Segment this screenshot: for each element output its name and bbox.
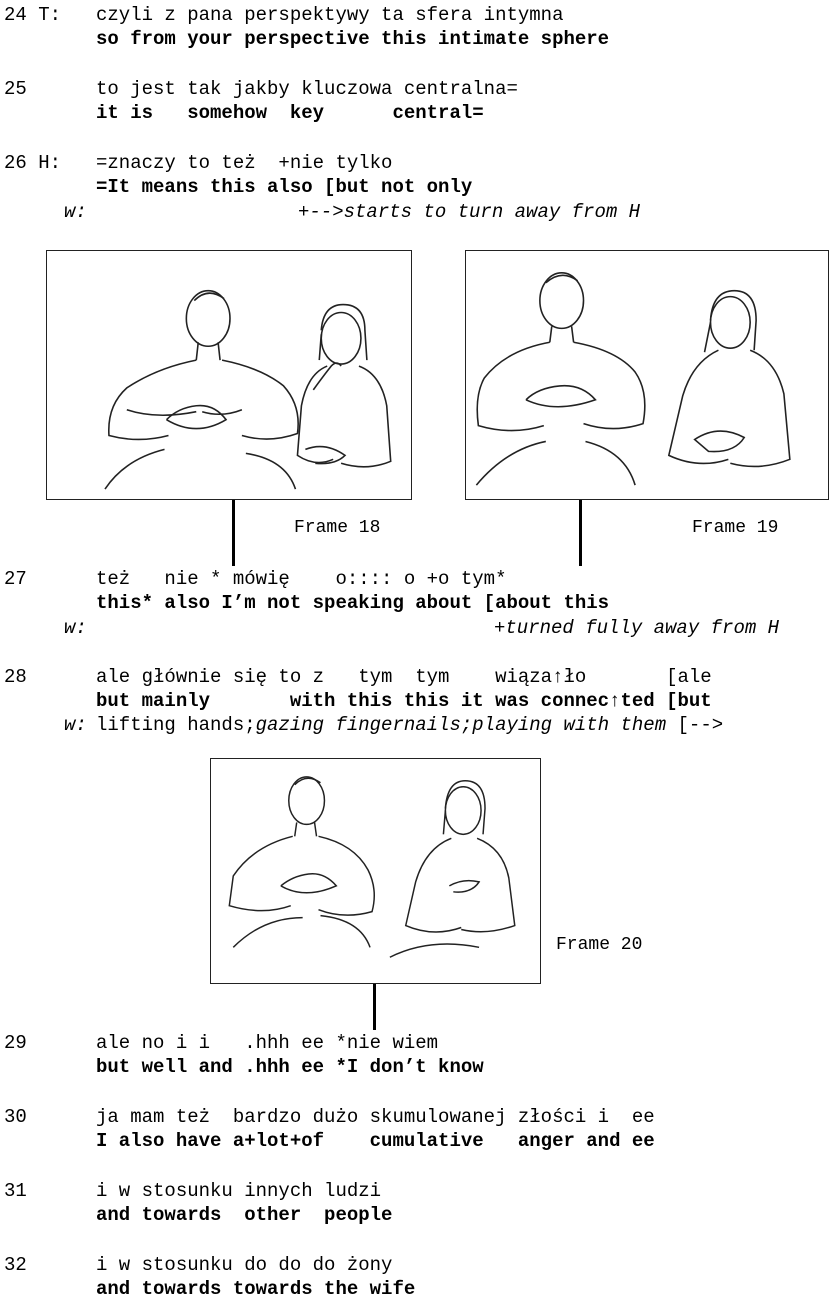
frame-20-drawing [228, 776, 516, 958]
english-line-24: so from your perspective this intimate s… [96, 28, 610, 50]
polish-line-25: to jest tak jakby kluczowa centralna= [96, 78, 518, 100]
line-number-25: 25 [4, 78, 27, 100]
english-line-26: =It means this also [but not only [96, 176, 473, 198]
frame-19-image [465, 250, 829, 500]
english-line-28: but mainly with this this it was connec↑… [96, 690, 712, 712]
polish-line-27: też nie * mówię o:::: o +o tym* [96, 568, 507, 590]
frame-18-image [46, 250, 412, 500]
polish-line-29: ale no i i .hhh ee *nie wiem [96, 1032, 439, 1054]
w-note-28-part1: lifting hands; [96, 714, 256, 736]
line-number-28: 28 [4, 666, 27, 688]
w-note-28: lifting hands;gazing fingernails;playing… [96, 714, 723, 736]
line-number-32: 32 [4, 1254, 27, 1276]
polish-line-31: i w stosunku innych ludzi [96, 1180, 382, 1202]
line-number-26: 26 H: [4, 152, 62, 174]
polish-line-32: i w stosunku do do do żony [96, 1254, 393, 1276]
line-number-27: 27 [4, 568, 27, 590]
frame-19-caption: Frame 19 [692, 518, 779, 538]
frame-18-pointer-line [232, 500, 235, 566]
w-note-27: +turned fully away from H [494, 617, 780, 639]
line-number-29: 29 [4, 1032, 27, 1054]
line-number-30: 30 [4, 1106, 27, 1128]
english-line-29: but well and .hhh ee *I don’t know [96, 1056, 484, 1078]
frame-18-caption: Frame 18 [294, 518, 381, 538]
polish-line-30: ja mam też bardzo dużo skumulowanej złoś… [96, 1106, 655, 1128]
w-note-28-part2: gazing fingernails;playing with them [255, 714, 667, 736]
frame-20-pointer-line [373, 984, 376, 1030]
english-line-30: I also have a+lot+of cumulative anger an… [96, 1130, 655, 1152]
w-note-26: +-->starts to turn away from H [298, 201, 641, 223]
line-number-31: 31 [4, 1180, 27, 1202]
polish-line-24: czyli z pana perspektywy ta sfera intymn… [96, 4, 564, 26]
english-line-31: and towards other people [96, 1204, 393, 1226]
frame-18-drawing [104, 289, 392, 490]
english-line-32: and towards towards the wife [96, 1278, 416, 1300]
w-label-27: w: [64, 617, 87, 639]
frame-20-caption: Frame 20 [556, 935, 643, 955]
english-line-25: it is somehow key central= [96, 102, 484, 124]
w-label-28: w: [64, 714, 87, 736]
polish-line-28: ale głównie się to z tym tym wiąza↑ło [a… [96, 666, 712, 688]
w-label-26: w: [64, 201, 87, 223]
english-line-27: this* also I’m not speaking about [about… [96, 592, 610, 614]
polish-line-26: =znaczy to też +nie tylko [96, 152, 393, 174]
frame-20-image [210, 758, 541, 984]
w-note-28-part3: [--> [666, 714, 724, 736]
frame-19-drawing [475, 272, 791, 486]
frame-19-pointer-line [579, 500, 582, 566]
line-number-24: 24 T: [4, 4, 62, 26]
